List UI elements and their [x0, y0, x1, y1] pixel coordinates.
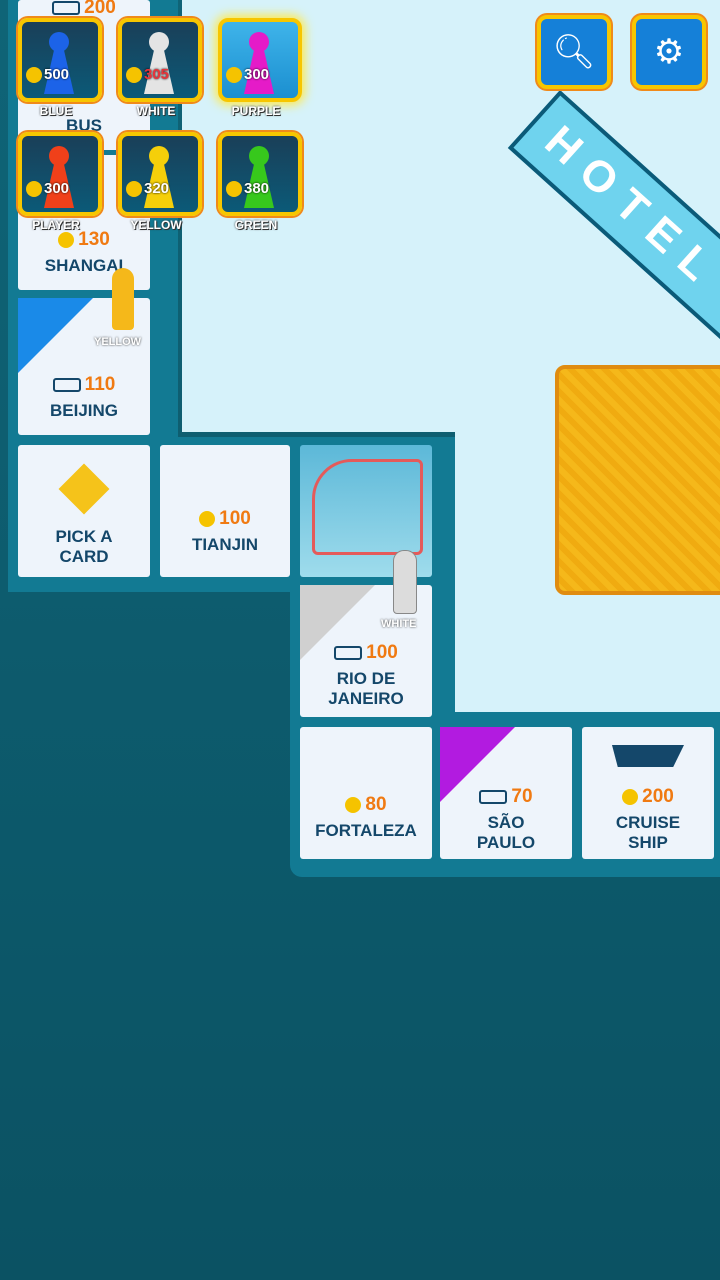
pawn-label-white: WHITE [381, 618, 417, 630]
price: 100 [219, 508, 251, 529]
player-name: PLAYER [32, 218, 80, 232]
owner-flag [440, 727, 515, 802]
player-name: GREEN [234, 218, 278, 232]
tile-sao-paulo[interactable]: 70 SÃO PAULO [440, 727, 572, 859]
coin-icon [126, 180, 142, 197]
tile-name: SHANGAI [44, 256, 124, 275]
tile-tax[interactable] [300, 445, 432, 577]
yellow-pawn[interactable] [112, 268, 134, 330]
player-name: WHITE [136, 104, 176, 118]
coin-icon [26, 180, 42, 197]
chance-card-deck[interactable] [555, 365, 720, 595]
price: 200 [84, 0, 116, 18]
tile-name: TIANJIN [191, 535, 259, 554]
player-money: 320 [144, 180, 170, 197]
pawn-label-yellow: YELLOW [94, 336, 142, 348]
tile-name: BUS [66, 116, 102, 135]
player-money: 380 [244, 180, 270, 197]
price: 70 [511, 786, 533, 807]
player-card-green[interactable]: 380 [218, 132, 302, 216]
ship-icon [612, 745, 684, 767]
price: 80 [365, 794, 387, 815]
tile-name: BEIJING [49, 401, 119, 420]
player-card-blue[interactable]: 500 [18, 18, 102, 102]
player-card-white[interactable]: 305 [118, 18, 202, 102]
coin-icon [226, 180, 242, 197]
player-name: YELLOW [130, 218, 182, 232]
tile-name: RIO DE JANEIRO [328, 669, 404, 708]
pawn-icon [44, 146, 74, 208]
tile-cruise-ship[interactable]: 200 CRUISE SHIP [582, 727, 714, 859]
card-icon [58, 463, 110, 515]
tile-name: SÃO PAULO [476, 813, 536, 852]
price-tag-icon [52, 1, 81, 15]
tile-name: PICK A CARD [55, 527, 113, 566]
gear-icon: ⚙ [653, 33, 685, 71]
pawn-icon [244, 146, 274, 208]
price: 200 [642, 786, 674, 807]
tile-name: FORTALEZA [315, 821, 417, 840]
coin-icon [126, 66, 142, 83]
owner-flag [300, 585, 375, 660]
player-name: PURPLE [231, 104, 281, 118]
player-name: BLUE [39, 104, 73, 118]
price: 130 [78, 229, 110, 250]
player-money: 300 [44, 180, 70, 197]
owner-flag [18, 298, 93, 373]
search-icon: 🔍︎ [552, 33, 596, 71]
coin-icon [622, 789, 639, 805]
player-money: 500 [44, 66, 70, 83]
player-card-yellow[interactable]: 320 [118, 132, 202, 216]
coin-icon [58, 232, 75, 248]
coin-icon [26, 66, 42, 83]
price: 110 [84, 374, 116, 395]
player-money: 305 [144, 66, 170, 83]
price-tag-icon [52, 378, 81, 392]
coin-icon [199, 511, 216, 527]
pawn-icon [144, 146, 174, 208]
falling-chart-icon [312, 459, 423, 555]
tile-pick-a-card[interactable]: PICK A CARD [18, 445, 150, 577]
tile-tianjin[interactable]: 100 TIANJIN [160, 445, 290, 577]
settings-button[interactable]: ⚙ [632, 15, 706, 89]
player-card-purple[interactable]: 300 [218, 18, 302, 102]
player-money: 300 [244, 66, 270, 83]
pawn-icon [144, 32, 174, 94]
coin-icon [345, 797, 362, 813]
coin-icon [226, 66, 242, 83]
pawn-icon [44, 32, 74, 94]
tile-name: CRUISE SHIP [615, 813, 681, 852]
tile-fortaleza[interactable]: 80 FORTALEZA [300, 727, 432, 859]
white-pawn[interactable] [393, 550, 417, 614]
pawn-icon [244, 32, 274, 94]
search-button[interactable]: 🔍︎ [537, 15, 611, 89]
player-card-player[interactable]: 300 [18, 132, 102, 216]
